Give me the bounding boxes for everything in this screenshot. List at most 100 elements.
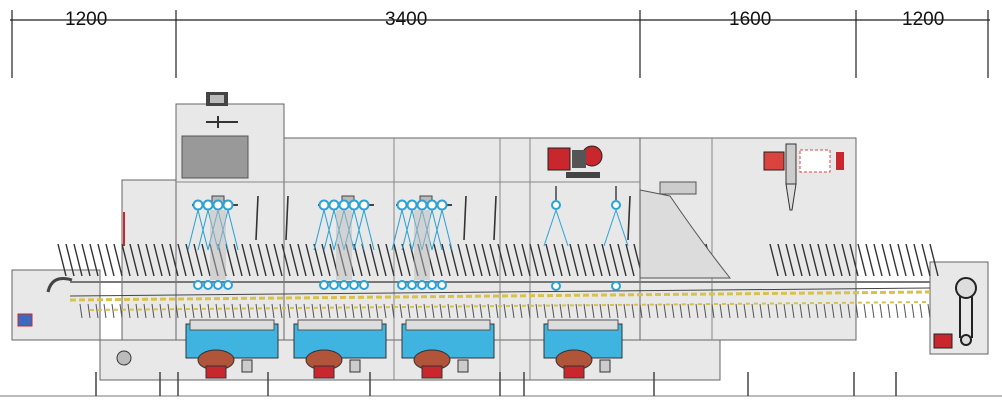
spray-arm-icon [391, 195, 453, 290]
lower-tine [375, 303, 379, 319]
rack-tine [321, 243, 331, 277]
spray-arm-icon [603, 186, 629, 291]
lower-tine [95, 303, 99, 319]
lower-tine [463, 303, 467, 319]
rack-tine [233, 243, 243, 277]
lower-tine [663, 303, 667, 319]
rack-tine [457, 243, 467, 277]
rack-tine [489, 243, 499, 277]
rack-tine [897, 243, 907, 277]
rack-tine [769, 243, 779, 277]
lower-tine [543, 303, 547, 319]
lower-tine [727, 303, 731, 319]
lower-tine [871, 303, 875, 319]
rack-tine [401, 243, 411, 277]
lower-tine [911, 303, 915, 319]
lower-tine [255, 303, 259, 319]
rack-tine [825, 243, 835, 277]
lower-tine [439, 303, 443, 319]
rack-tine [785, 243, 795, 277]
exhaust-fan-icon [206, 92, 238, 128]
rack-tine [601, 243, 611, 277]
wash-tank [401, 319, 495, 379]
rack-tine [537, 243, 547, 277]
lower-tine [687, 303, 691, 319]
rack-tine [137, 243, 147, 277]
rack-tine [817, 243, 827, 277]
lower-tine [271, 303, 275, 319]
lower-tine [359, 303, 363, 319]
rack-tine [281, 243, 291, 277]
rack-tine [889, 243, 899, 277]
lower-tine [535, 303, 539, 319]
rack-tine [121, 243, 131, 277]
heater-icon [763, 143, 844, 211]
rack-tine [113, 243, 123, 277]
rack-tine [921, 243, 931, 277]
lower-tine [903, 303, 907, 319]
rack-tine [249, 243, 259, 277]
lower-tine [111, 303, 115, 319]
rack-tine [65, 243, 75, 277]
rack-tine [353, 243, 363, 277]
lower-tine [695, 303, 699, 319]
dryer-panel [639, 181, 732, 279]
lower-tine [815, 303, 819, 319]
lower-tine [919, 303, 923, 319]
lower-tine [223, 303, 227, 319]
lower-tine [583, 303, 587, 319]
rack-tine [521, 243, 531, 277]
rack-tine [577, 243, 587, 277]
lower-tine [295, 303, 299, 319]
lower-tine [887, 303, 891, 319]
rack-tine [777, 243, 787, 277]
conveyor-lower-tines [79, 303, 931, 319]
rack-tine [609, 243, 619, 277]
lower-tine [431, 303, 435, 319]
spray-arm-icon [187, 195, 239, 290]
lower-tine [191, 303, 195, 319]
rack-tine [105, 243, 115, 277]
rack-tine [73, 243, 83, 277]
rack-tine [505, 243, 515, 277]
rack-tine [865, 243, 875, 277]
lower-tine [351, 303, 355, 319]
lower-tine [631, 303, 635, 319]
lower-tine [831, 303, 835, 319]
pump-motor-icon [547, 145, 603, 178]
lower-tine [519, 303, 523, 319]
lower-tine [175, 303, 179, 319]
lower-tine [343, 303, 347, 319]
rack-tine [569, 243, 579, 277]
lower-tine [103, 303, 107, 319]
rack-tine [905, 243, 915, 277]
rack-tine [617, 243, 627, 277]
lower-tine [647, 303, 651, 319]
rack-tine [313, 243, 323, 277]
lower-tine [287, 303, 291, 319]
rack-tine [801, 243, 811, 277]
lower-tine [567, 303, 571, 319]
rack-tine [257, 243, 267, 277]
wash-tank [293, 319, 387, 379]
rack-tine [177, 243, 187, 277]
rack-tine [561, 243, 571, 277]
lower-tine [735, 303, 739, 319]
rack-tine [265, 243, 275, 277]
rack-tine [193, 243, 203, 277]
curtain [255, 195, 259, 241]
lower-tine [367, 303, 371, 319]
rack-tine [153, 243, 163, 277]
lower-tine [263, 303, 267, 319]
lower-tine [719, 303, 723, 319]
lower-tine [199, 303, 203, 319]
lower-tine [879, 303, 883, 319]
lower-tine [783, 303, 787, 319]
rack-tine [81, 243, 91, 277]
lower-tine [399, 303, 403, 319]
rack-tine [481, 243, 491, 277]
rack-tine [849, 243, 859, 277]
rack-tine [297, 243, 307, 277]
lower-tine [679, 303, 683, 319]
